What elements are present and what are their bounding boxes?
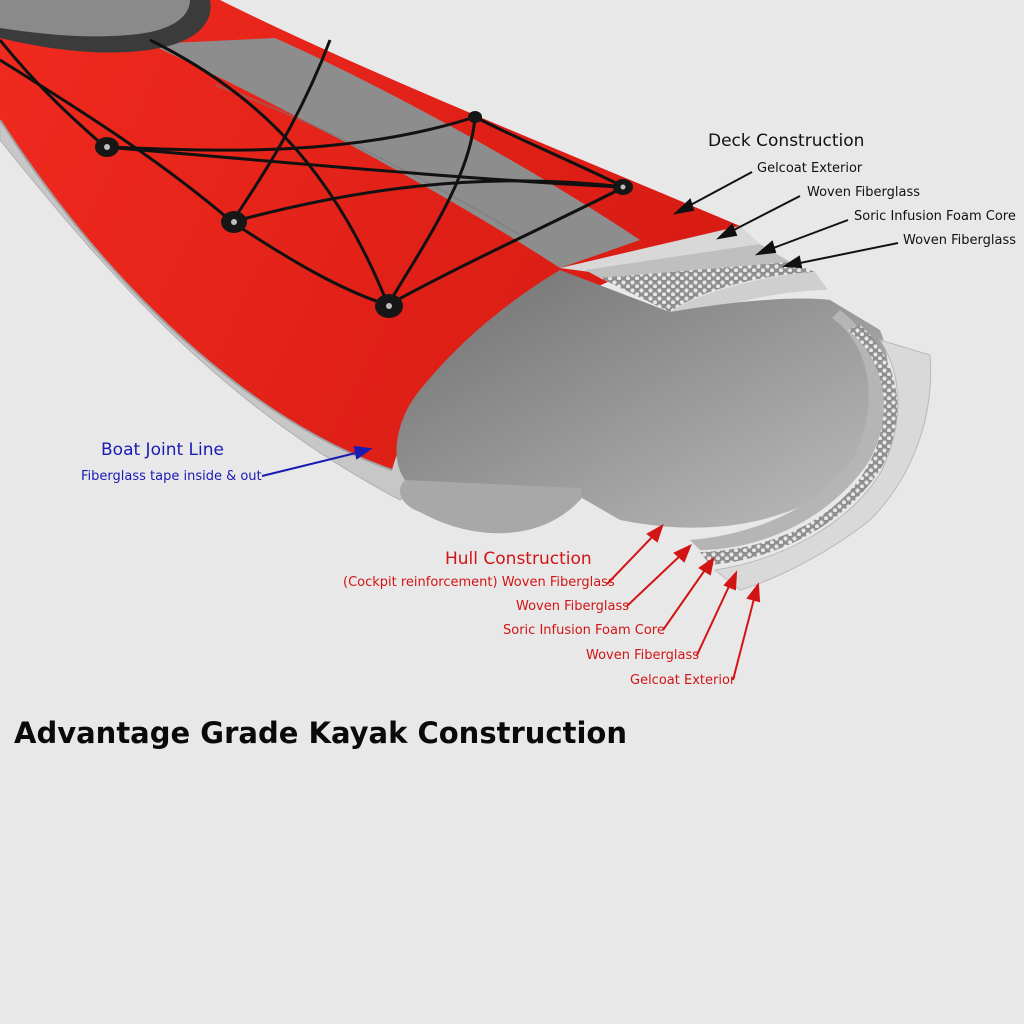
hull-foam-core-layer bbox=[700, 325, 898, 565]
deck-woven-layer bbox=[585, 244, 790, 278]
page-title: Advantage Grade Kayak Construction bbox=[14, 716, 627, 750]
boat-joint-heading: Boat Joint Line bbox=[101, 440, 224, 460]
deck-layer-gelcoat: Gelcoat Exterior bbox=[757, 161, 863, 176]
kayak-interior bbox=[396, 270, 889, 528]
deck-stripe bbox=[150, 38, 640, 268]
deck-layer-foam-core: Soric Infusion Foam Core bbox=[854, 209, 1016, 224]
deck-construction-heading: Deck Construction bbox=[708, 131, 865, 151]
hull-layer-gelcoat: Gelcoat Exterior bbox=[630, 673, 736, 688]
hull-layer-cockpit-reinforcement: (Cockpit reinforcement) Woven Fiberglass bbox=[343, 575, 615, 590]
deck-foam-core-layer bbox=[600, 262, 815, 312]
deck-gelcoat-layer bbox=[560, 226, 760, 272]
deck-layer-woven-fiberglass-inner: Woven Fiberglass bbox=[903, 233, 1016, 248]
hull-layer-woven-fiberglass-2: Woven Fiberglass bbox=[586, 648, 699, 663]
boat-joint-note: Fiberglass tape inside & out bbox=[81, 469, 262, 484]
joint-pointer-arrow bbox=[261, 445, 373, 477]
bungee-cords bbox=[0, 38, 625, 307]
hull-construction-heading: Hull Construction bbox=[445, 549, 592, 569]
hull-layer-foam-core: Soric Infusion Foam Core bbox=[503, 623, 665, 638]
hull-layer-woven-fiberglass-1: Woven Fiberglass bbox=[516, 599, 629, 614]
deck-shell bbox=[0, 0, 740, 470]
hull-woven-layer bbox=[690, 310, 885, 550]
deck-layer-woven-fiberglass-outer: Woven Fiberglass bbox=[807, 185, 920, 200]
deck-pointer-arrows bbox=[672, 171, 899, 269]
hull-pointer-arrows bbox=[606, 523, 761, 681]
hull-gelcoat-layer bbox=[713, 339, 932, 591]
joint-seam bbox=[0, 119, 393, 471]
